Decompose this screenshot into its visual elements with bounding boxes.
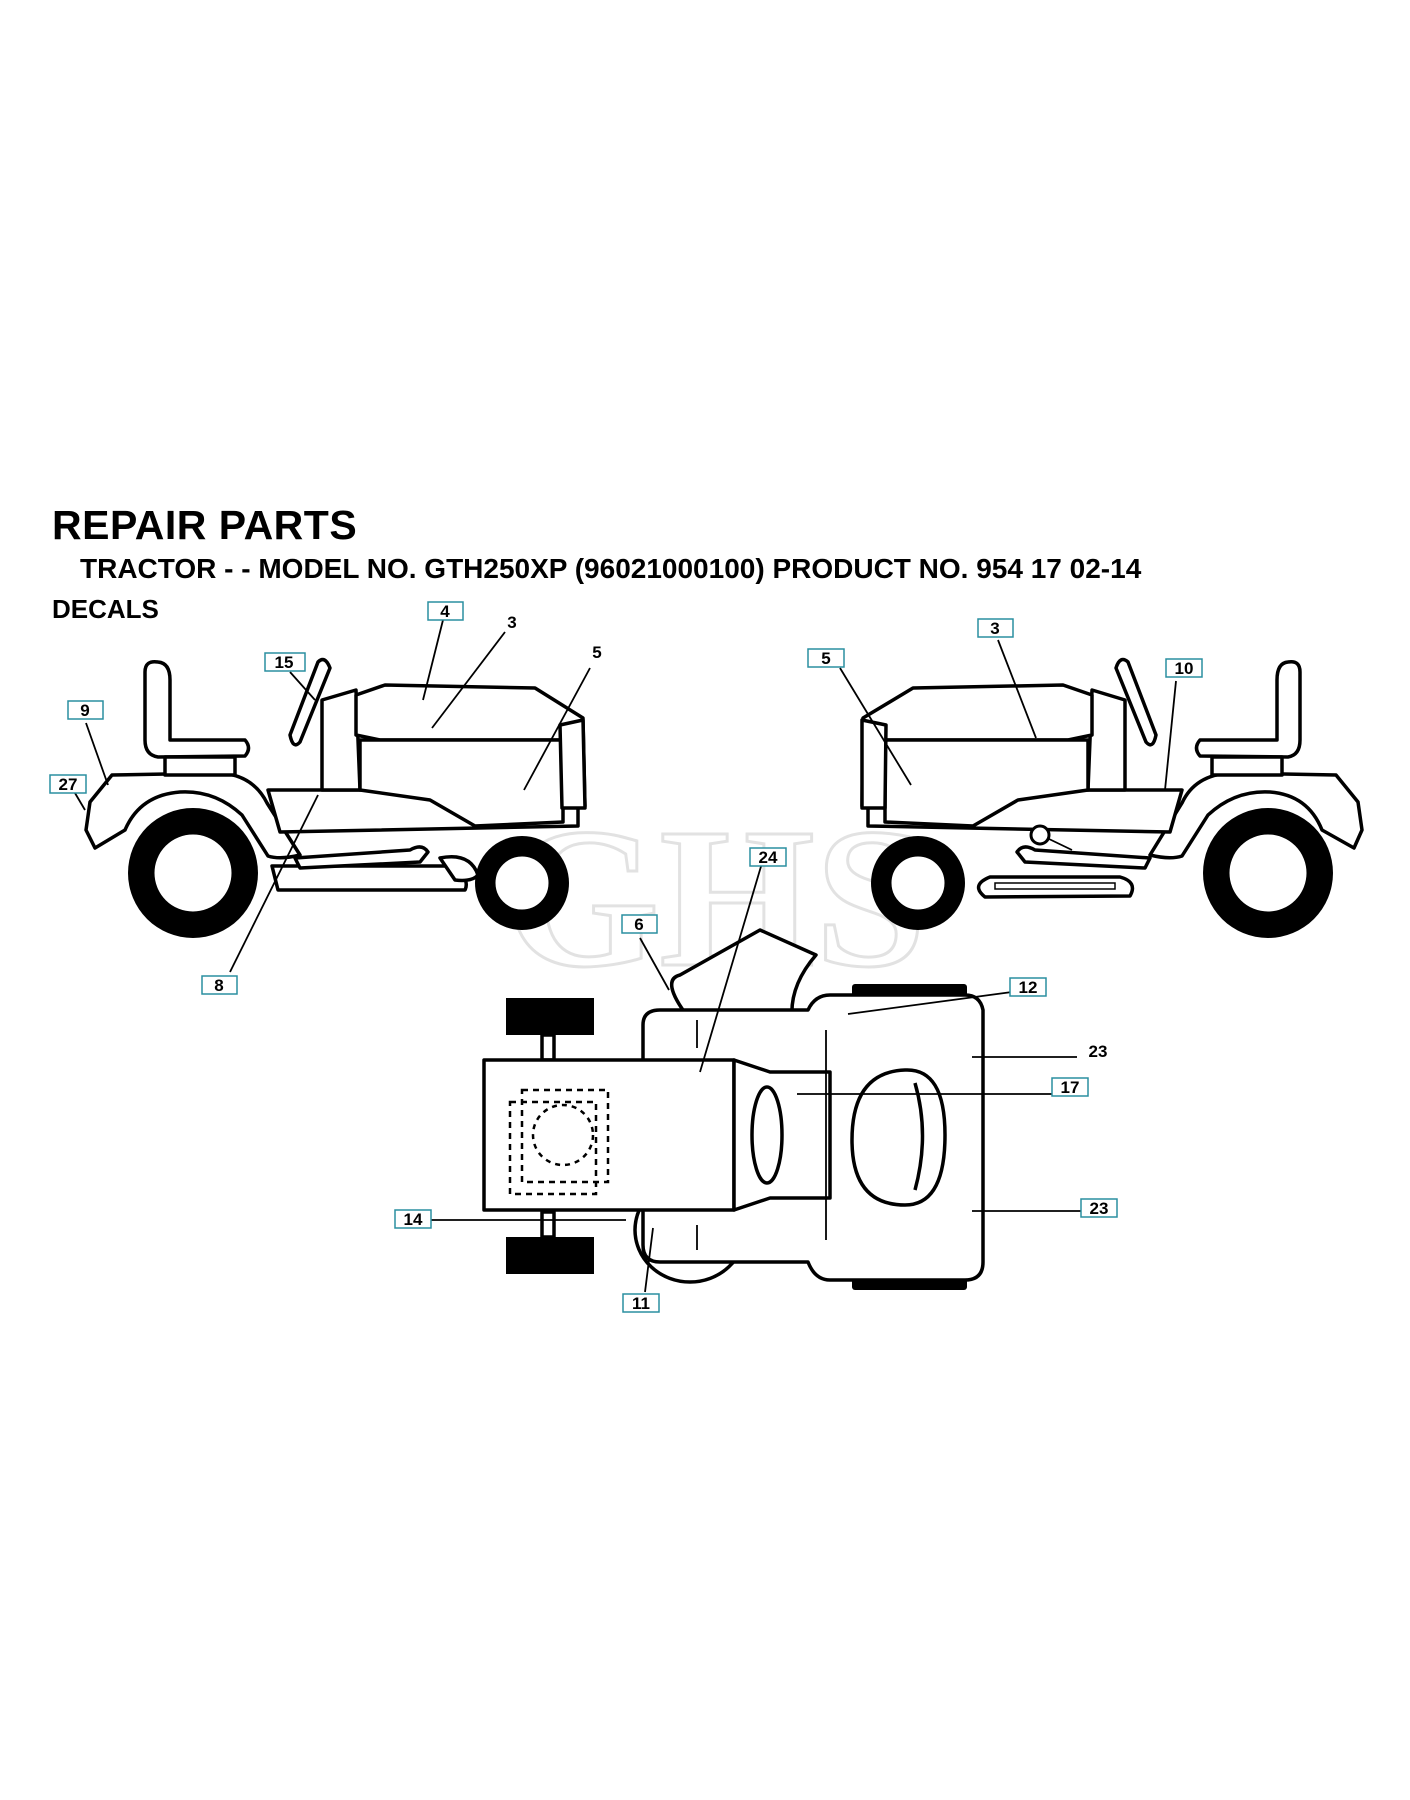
leader-lines: [71, 619, 1177, 1293]
svg-text:9: 9: [80, 701, 89, 720]
callout-12: 12: [1009, 977, 1047, 997]
svg-text:23: 23: [1090, 1199, 1109, 1218]
svg-text:23: 23: [1089, 1042, 1108, 1061]
svg-text:10: 10: [1175, 659, 1194, 678]
callout-14: 14: [394, 1209, 432, 1229]
svg-text:17: 17: [1061, 1078, 1080, 1097]
svg-text:3: 3: [990, 619, 999, 638]
callout-17: 17: [1051, 1077, 1089, 1097]
callout-4: 4: [427, 601, 464, 621]
callout-9: 9: [67, 700, 104, 720]
svg-text:8: 8: [214, 976, 223, 995]
callout-10: 10: [1165, 658, 1203, 678]
tractor-left-view: [84, 657, 587, 938]
callout-24: 24: [749, 847, 787, 867]
page-title: REPAIR PARTS: [52, 502, 358, 548]
callout-27: 27: [49, 774, 87, 794]
tractor-right-view: [860, 657, 1364, 938]
callout-5-left: 5: [592, 643, 601, 662]
callout-23-lower: 23: [1080, 1198, 1118, 1218]
callout-11: 11: [622, 1293, 660, 1313]
section-title: DECALS: [52, 594, 159, 624]
model-subtitle: TRACTOR - - MODEL NO. GTH250XP (96021000…: [80, 553, 1142, 584]
svg-text:4: 4: [440, 602, 450, 621]
svg-text:14: 14: [404, 1210, 423, 1229]
svg-text:24: 24: [759, 848, 778, 867]
callout-15: 15: [264, 652, 306, 672]
callout-6: 6: [621, 914, 658, 934]
svg-text:5: 5: [821, 649, 830, 668]
callout-3-right: 3: [977, 618, 1014, 638]
callout-3-left: 3: [507, 613, 516, 632]
callout-5-right: 5: [807, 648, 845, 668]
svg-text:12: 12: [1019, 978, 1038, 997]
svg-text:15: 15: [275, 653, 294, 672]
callout-8: 8: [201, 975, 238, 995]
callout-23-upper: 23: [1089, 1042, 1108, 1061]
svg-text:27: 27: [59, 775, 78, 794]
svg-text:3: 3: [507, 613, 516, 632]
svg-text:5: 5: [592, 643, 601, 662]
svg-text:6: 6: [634, 915, 643, 934]
svg-text:11: 11: [632, 1294, 650, 1313]
tractor-top-view: [482, 928, 985, 1290]
